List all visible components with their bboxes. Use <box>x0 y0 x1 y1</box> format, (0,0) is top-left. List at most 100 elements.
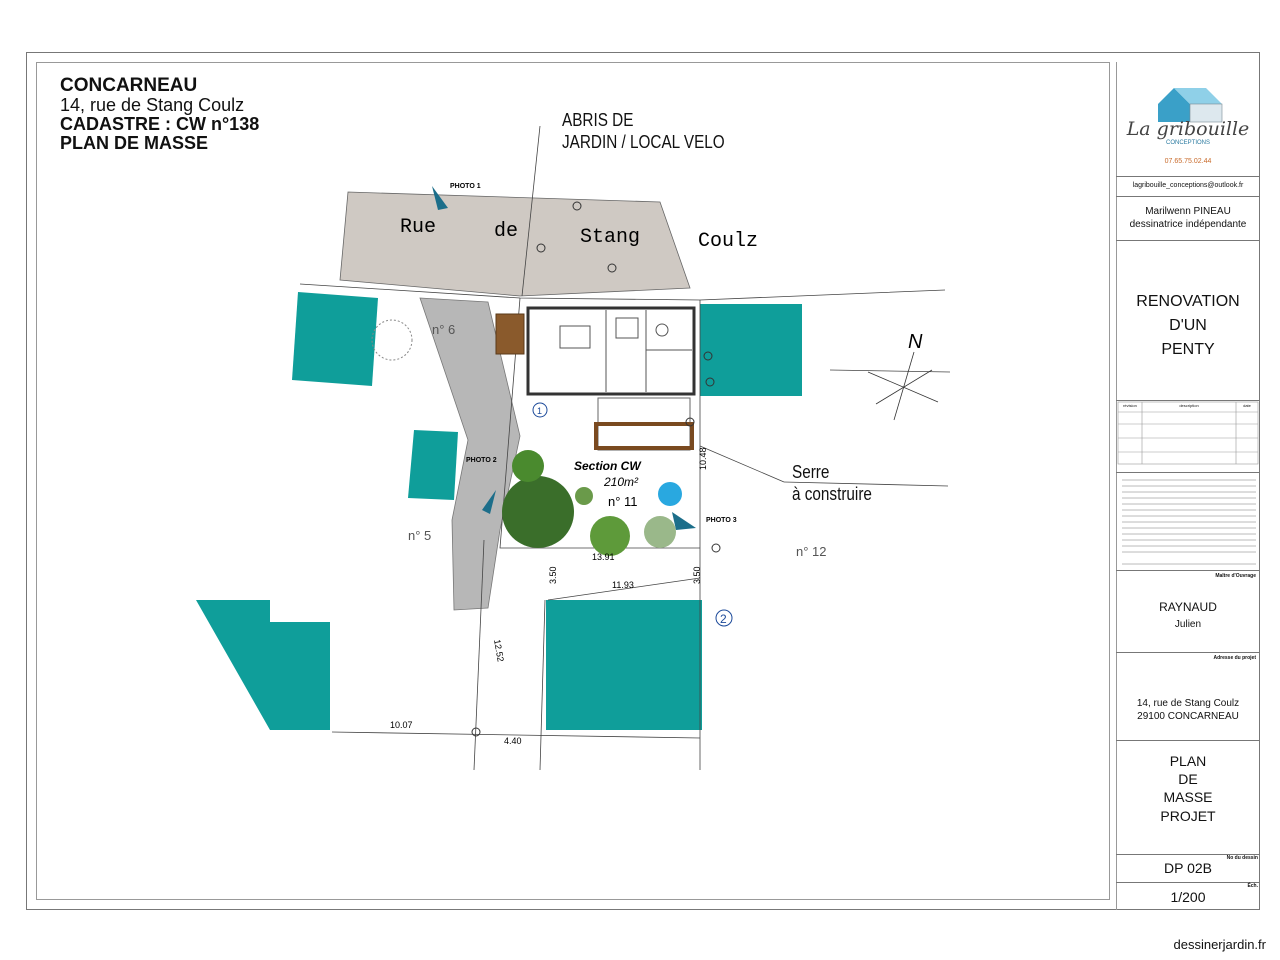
dim-11-93: 11.93 <box>612 580 634 590</box>
cadastre-line: CADASTRE : CW n°138 <box>60 113 260 134</box>
street-label-coulz: Coulz <box>698 230 758 253</box>
street-label-de: de <box>494 220 518 243</box>
document-title-line2: DE <box>1178 771 1198 788</box>
project-title-line1: RENOVATION <box>1136 293 1240 310</box>
project-title: RENOVATION D'UN PENTY <box>1116 290 1260 362</box>
tree-small-2 <box>590 516 630 556</box>
dim-4-40: 4.40 <box>504 736 522 746</box>
project-title-line3: PENTY <box>1161 341 1215 358</box>
street-label-stang: Stang <box>580 226 640 249</box>
project-title-line2: D'UN <box>1169 317 1207 334</box>
house-footprint <box>526 306 696 396</box>
shrub-2 <box>575 487 593 505</box>
legal-notice-text-block <box>1122 479 1256 565</box>
brand-subtitle: CONCEPTIONS <box>1165 140 1210 146</box>
sheet-number: DP 02B <box>1164 860 1212 876</box>
revision-table <box>1117 401 1259 465</box>
site-credit: dessinerjardin.fr <box>1173 937 1267 952</box>
callout-abris-line2: JARDIN / LOCAL VELO <box>562 131 725 152</box>
divider <box>1116 196 1260 197</box>
plan-title-block: CONCARNEAU 14, rue de Stang Coulz CADAST… <box>60 76 259 153</box>
dim-3-50-a: 3.50 <box>548 566 558 584</box>
callout-abris-line1: ABRIS DE <box>562 110 634 130</box>
neighbour-building-nw <box>292 292 378 386</box>
rev-header-date: date <box>1243 403 1251 408</box>
divider <box>1116 740 1260 741</box>
owner-name: RAYNAUD <box>1159 600 1217 614</box>
document-title-line1: PLAN <box>1169 753 1207 769</box>
drawing-frame <box>36 62 1110 900</box>
photo3-label: PHOTO 3 <box>706 517 737 524</box>
sheet-number-label: No du dessin <box>1226 855 1258 861</box>
serre-greenhouse <box>594 422 694 450</box>
callout-serre: Serre à construire <box>792 462 872 505</box>
photo1-cone <box>432 186 448 210</box>
divider <box>1116 240 1260 241</box>
rev-header-revision: révision <box>1123 403 1137 408</box>
parcel-6-label: n° 6 <box>432 322 455 337</box>
plan-title: PLAN DE MASSE <box>60 132 209 153</box>
dim-10-48: 10.48 <box>698 447 708 470</box>
marker-1-circle <box>532 402 548 418</box>
pool <box>658 482 682 506</box>
divider <box>1116 400 1260 401</box>
divider <box>1116 472 1260 473</box>
document-title: PLAN DE MASSE PROJET <box>1116 752 1260 825</box>
street-label-rue: Rue <box>400 216 436 239</box>
brand-logo-text: La gribouille <box>1126 118 1250 140</box>
brand-email: lagribouille_conceptions@outlook.fr <box>1132 182 1244 189</box>
parcel-11-label: n° 11 <box>608 494 638 509</box>
divider <box>1116 854 1260 855</box>
dim-10-07: 10.07 <box>390 720 413 730</box>
neighbour-building-sw <box>196 600 330 730</box>
section-label: Section CW <box>574 459 642 473</box>
designer-name: Marilwenn PINEAU <box>1145 206 1231 217</box>
designer-role: dessinatrice indépendante <box>1129 219 1247 230</box>
marker-2-circle <box>715 609 733 627</box>
owner-first-name: Julien <box>1174 619 1202 630</box>
document-title-line3: MASSE <box>1163 789 1213 806</box>
shrub-1 <box>644 516 676 548</box>
photo1-label: PHOTO 1 <box>450 183 481 190</box>
tree-large <box>502 476 574 548</box>
photo2-cone <box>482 490 496 514</box>
marker-1-label: 1 <box>537 406 542 416</box>
sheet-border-outer <box>26 52 1260 910</box>
north-arrow <box>867 351 939 421</box>
city-title: CONCARNEAU <box>60 75 198 96</box>
tree-small-1 <box>512 450 544 482</box>
divider <box>1116 882 1260 883</box>
dim-3-50-b: 3.50 <box>692 566 702 584</box>
divider <box>1116 176 1260 177</box>
logo-house-icon <box>1158 88 1223 123</box>
garden-shed <box>495 313 525 355</box>
divider <box>1116 652 1260 653</box>
owner-label: Maître d'Ouvrage <box>1215 573 1256 579</box>
callout-serre-line1: Serre <box>792 462 830 482</box>
dim-13-91: 13.91 <box>592 552 615 562</box>
surface-label: 210m² <box>603 475 639 489</box>
neighbour-building-w <box>408 430 458 500</box>
scale-value: 1/200 <box>1170 889 1206 905</box>
parcel-12-label: n° 12 <box>796 544 827 559</box>
photo2-label: PHOTO 2 <box>466 457 497 464</box>
north-label: N <box>908 331 923 353</box>
callout-abris-jardin: ABRIS DE JARDIN / LOCAL VELO <box>562 110 725 153</box>
road-rue-de-stang-coulz <box>339 191 691 297</box>
neighbour-building-s <box>546 600 702 730</box>
scale-label: Éch. <box>1247 883 1258 889</box>
rev-header-description: description <box>1179 403 1199 408</box>
divider <box>1116 570 1260 571</box>
document-title-line4: PROJET <box>1160 807 1216 824</box>
project-address-line2: 29100 CONCARNEAU <box>1137 711 1239 722</box>
marker-2-label: 2 <box>720 612 727 626</box>
title-block-cartouche <box>1116 62 1260 910</box>
parcel-5-label: n° 5 <box>408 528 431 543</box>
address-label: Adresse du projet <box>1213 655 1256 661</box>
callout-serre-line2: à construire <box>792 483 872 504</box>
address-line: 14, rue de Stang Coulz <box>60 94 245 115</box>
dim-12-52: 12.52 <box>492 639 506 663</box>
shrub-circle-nw <box>371 319 413 361</box>
neighbour-building-ne <box>700 304 802 396</box>
